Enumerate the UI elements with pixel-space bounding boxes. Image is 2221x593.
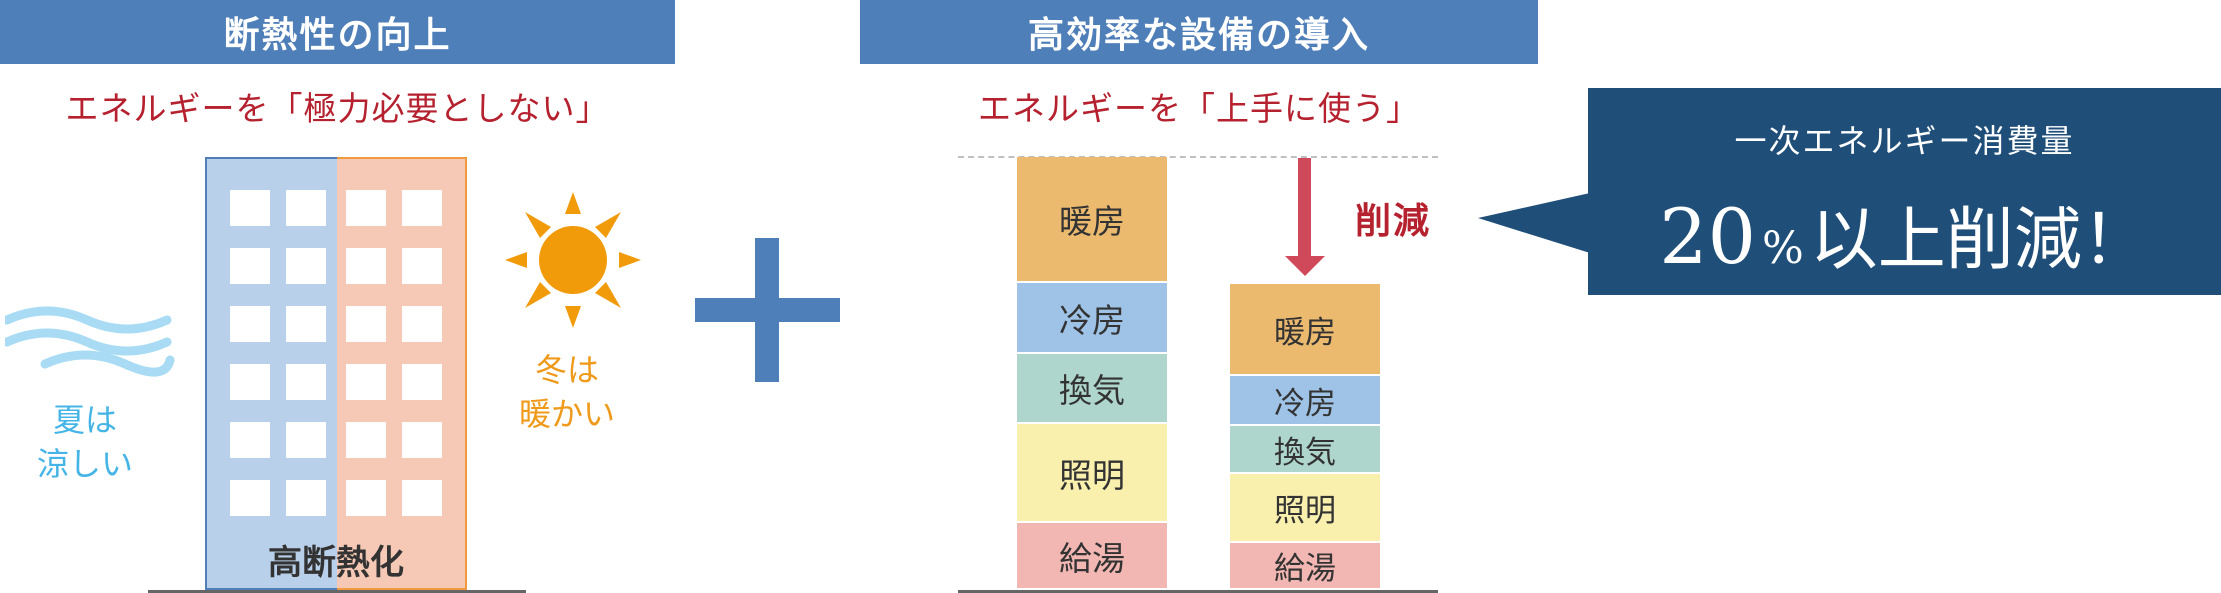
after-stack-segment: 給湯 [1230, 543, 1380, 590]
callout-box [1588, 88, 2221, 295]
ground-line-left [148, 590, 526, 593]
after-stack-segment: 冷房 [1230, 376, 1380, 426]
left-panel-title: 断熱性の向上 [223, 15, 452, 56]
right-panel-title: 高効率な設備の導入 [1027, 15, 1370, 56]
reduction-label: 削減 [1355, 201, 1432, 242]
before-stack-segment: 冷房 [1017, 283, 1167, 354]
right-panel-header: 高効率な設備の導入 [860, 0, 1538, 64]
after-stack-segment: 暖房 [1230, 284, 1380, 376]
before-stack-segment: 暖房 [1017, 157, 1167, 283]
building-label: 高断熱化 [268, 543, 404, 583]
left-panel-subtitle: エネルギーを「極力必要としない」 [65, 89, 610, 128]
left-panel-header: 断熱性の向上 [0, 0, 675, 64]
callout-percent: % [1761, 223, 1804, 274]
callout-rest: 以上削減！ [1809, 201, 2150, 280]
callout-pointer [1478, 193, 1590, 253]
right-panel-subtitle: エネルギーを「上手に使う」 [978, 89, 1420, 128]
ground-line-right [958, 590, 1438, 593]
summer-text: 夏は 涼しい [36, 401, 133, 483]
callout-headline: 20%以上削減！ [1588, 184, 2221, 283]
baseline-dashed-line [958, 156, 1438, 158]
before-stack-segment: 照明 [1017, 424, 1167, 523]
after-stack-segment: 照明 [1230, 474, 1380, 543]
before-stack-segment: 換気 [1017, 354, 1167, 424]
winter-text: 冬は 暖かい [518, 351, 615, 433]
callout-top-text: 一次エネルギー消費量 [1734, 122, 2075, 160]
wind-waves-icon [5, 306, 175, 377]
after-stack-segment: 換気 [1230, 426, 1380, 474]
callout-number: 20 [1659, 192, 1756, 281]
before-stack-segment: 給湯 [1017, 523, 1167, 590]
sun-icon [505, 192, 641, 328]
